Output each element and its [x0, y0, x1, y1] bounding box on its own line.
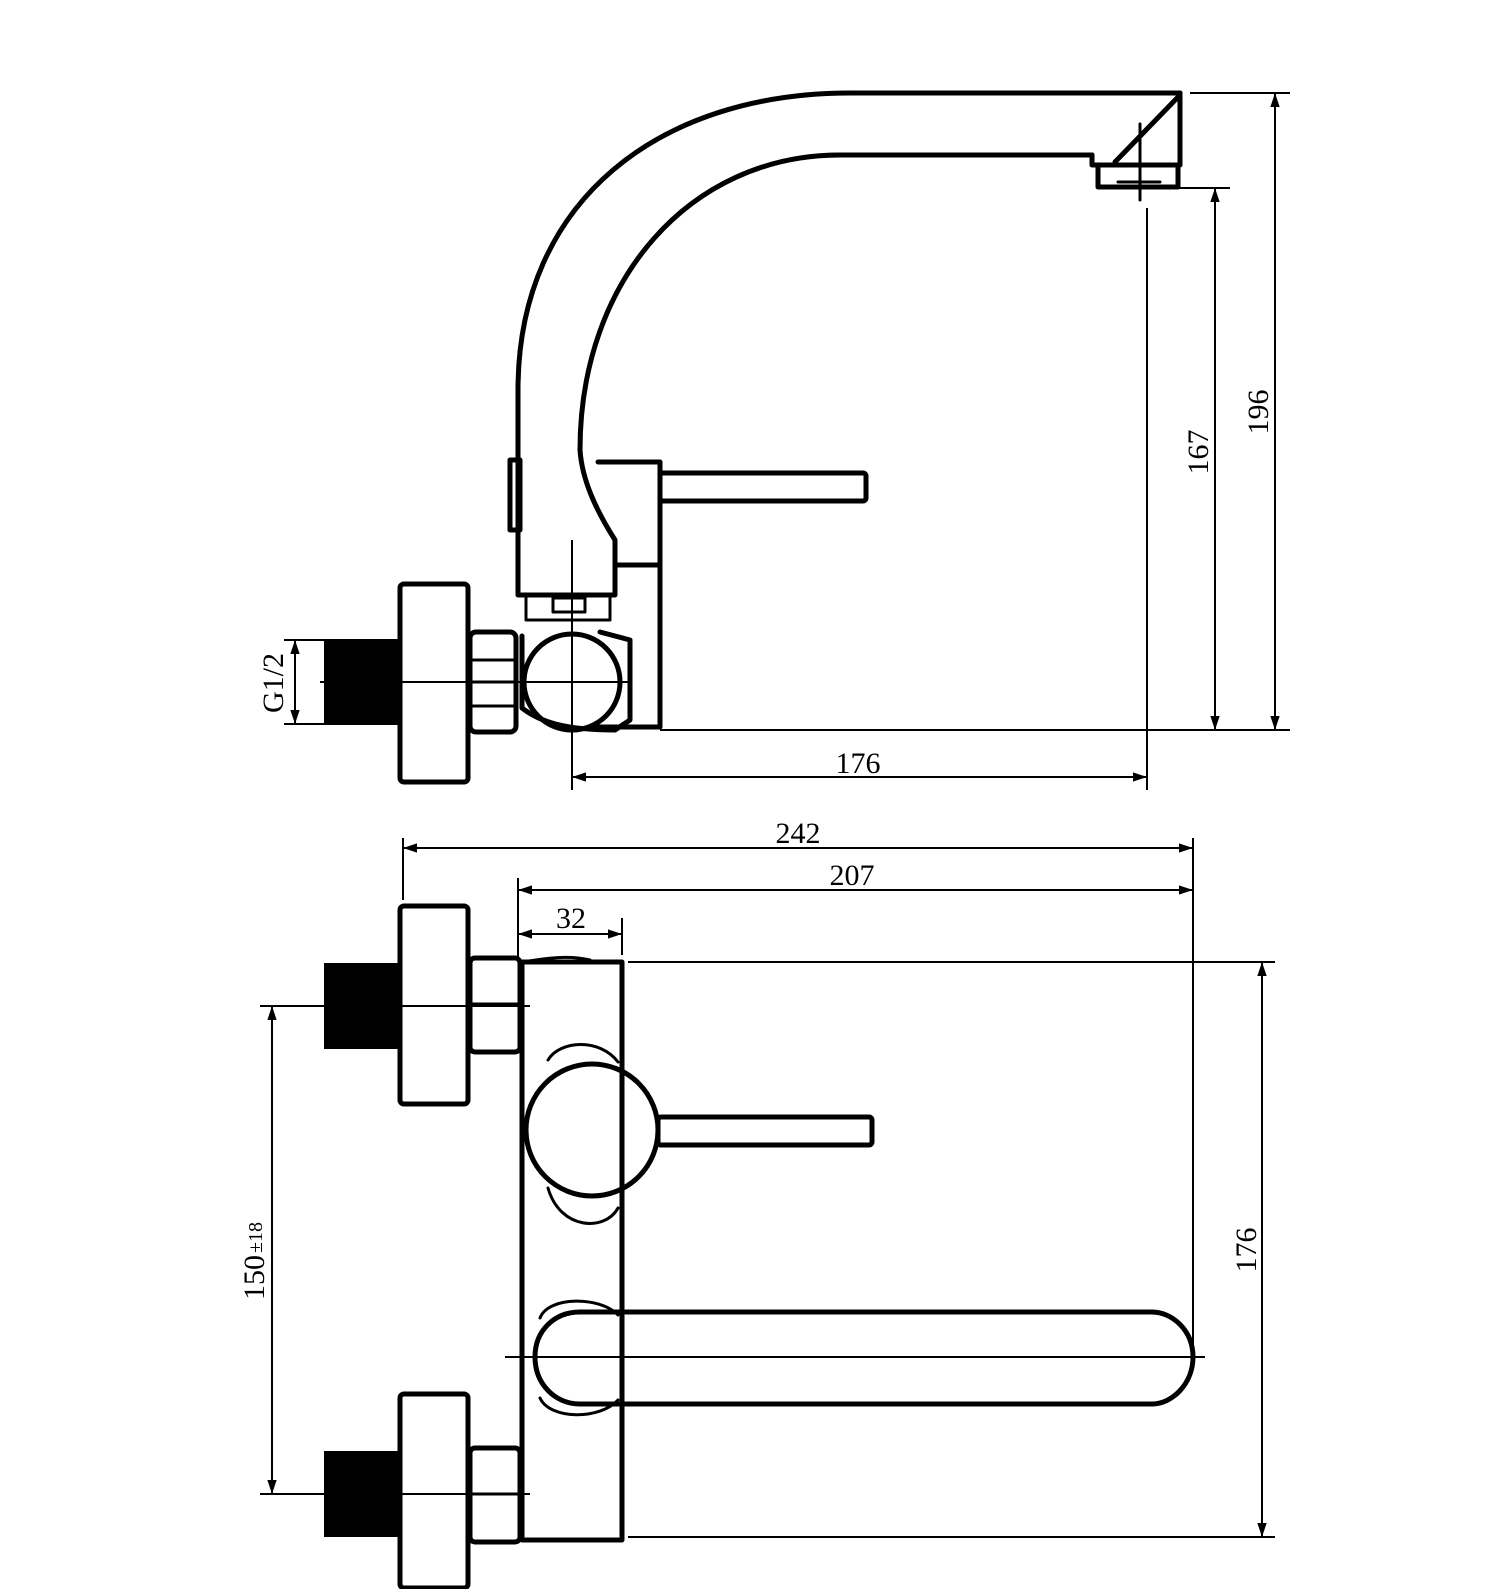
threaded-inlet-side [324, 639, 401, 725]
spout-inner-edge [577, 152, 1095, 453]
top-inlet-assembly [260, 903, 530, 1107]
lever-handle-side [657, 470, 869, 504]
side-view: G1/2 196 167 176 [257, 90, 1290, 790]
spout-front [532, 1309, 1196, 1407]
dim-body-height: 176 [1230, 1228, 1263, 1273]
cartridge-block [577, 447, 663, 568]
dim-body-depth: 32 [556, 902, 586, 935]
dim-spout-length: 207 [830, 859, 875, 892]
aerator [1095, 162, 1181, 190]
cartridge-front [523, 1061, 661, 1199]
dim-inlet-spacing: 150 [238, 1255, 271, 1300]
svg-text:150: 150 [238, 1255, 271, 1300]
dim-thread-size: G1/2 [257, 653, 290, 713]
dim-outlet-height: 167 [1182, 430, 1215, 475]
mixer-body-front [519, 959, 625, 1543]
lever-handle-front [655, 1114, 875, 1148]
spout-tip [1089, 90, 1183, 168]
front-view: 242 207 32 [238, 817, 1275, 1589]
dim-spout-height: 196 [1242, 390, 1275, 435]
bottom-inlet-assembly [260, 1391, 530, 1589]
spout-collar [507, 457, 523, 533]
spout-outer-edge [515, 90, 1183, 551]
dim-inlet-tolerance: ±18 [245, 1222, 267, 1253]
dim-total-width: 242 [776, 817, 821, 850]
dim-side-reach: 176 [836, 747, 881, 780]
